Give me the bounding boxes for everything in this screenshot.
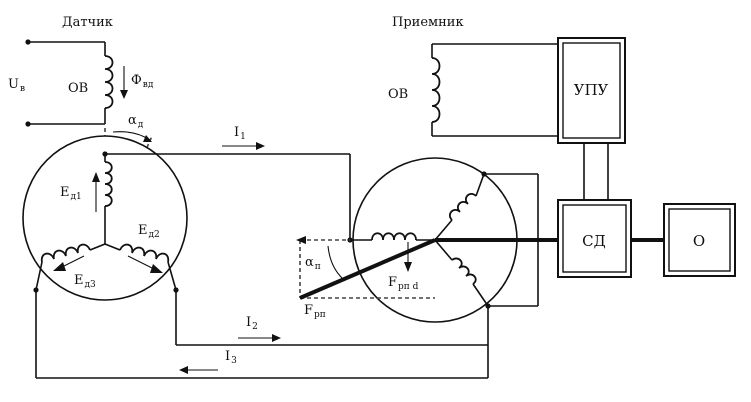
amplifier-label: УПУ bbox=[574, 81, 609, 99]
amplifier-to-motor-lines bbox=[583, 143, 609, 200]
supply-label: Uв bbox=[8, 77, 25, 94]
current-3-arrow bbox=[179, 366, 218, 374]
receiver-angle-label: αп bbox=[305, 255, 321, 272]
force-d-label: Fрп d bbox=[388, 275, 419, 292]
transmitter-winding-label: ОВ bbox=[68, 81, 88, 96]
force-d-component bbox=[404, 242, 412, 272]
line-2 bbox=[175, 290, 489, 346]
supply-terminals bbox=[25, 39, 106, 127]
transmitter-angle-label: αд bbox=[128, 113, 144, 130]
emf-2-label: Eд2 bbox=[138, 223, 160, 240]
receiver-star-windings bbox=[350, 173, 539, 307]
object-block bbox=[663, 203, 736, 277]
motor-label: СД bbox=[582, 232, 606, 250]
current-1-arrow bbox=[222, 142, 265, 150]
amplifier-block bbox=[557, 37, 626, 144]
force-projection bbox=[296, 236, 435, 299]
emf-arrows bbox=[53, 172, 163, 273]
transmitter-title: Датчик bbox=[62, 15, 113, 30]
current-2-label: I2 bbox=[246, 315, 258, 332]
transmitter-star-windings bbox=[35, 154, 177, 291]
current-2-arrow bbox=[238, 334, 281, 342]
current-3-label: I3 bbox=[225, 349, 237, 366]
motor-block bbox=[557, 199, 632, 278]
emf-1-label: Eд1 bbox=[60, 185, 82, 202]
line-3 bbox=[35, 290, 489, 379]
transmitter-angle-arrowhead bbox=[143, 135, 152, 142]
receiver-winding-label: ОВ bbox=[388, 87, 408, 102]
receiver-excitation-coil bbox=[431, 57, 441, 123]
receiver-excitation-circuit bbox=[431, 43, 560, 137]
flux-label: Фвд bbox=[131, 73, 154, 90]
emf-3-label: Eд3 bbox=[74, 273, 96, 290]
line-1 bbox=[105, 153, 351, 240]
receiver-title: Приемник bbox=[392, 15, 464, 30]
force-vector bbox=[299, 238, 436, 300]
force-label: Fрп bbox=[304, 303, 326, 320]
receiver-angle-arc bbox=[327, 245, 343, 279]
transmitter-excitation-coil bbox=[104, 55, 114, 109]
object-label: О bbox=[693, 232, 705, 250]
current-1-label: I1 bbox=[234, 125, 246, 142]
flux-arrow bbox=[120, 66, 128, 99]
